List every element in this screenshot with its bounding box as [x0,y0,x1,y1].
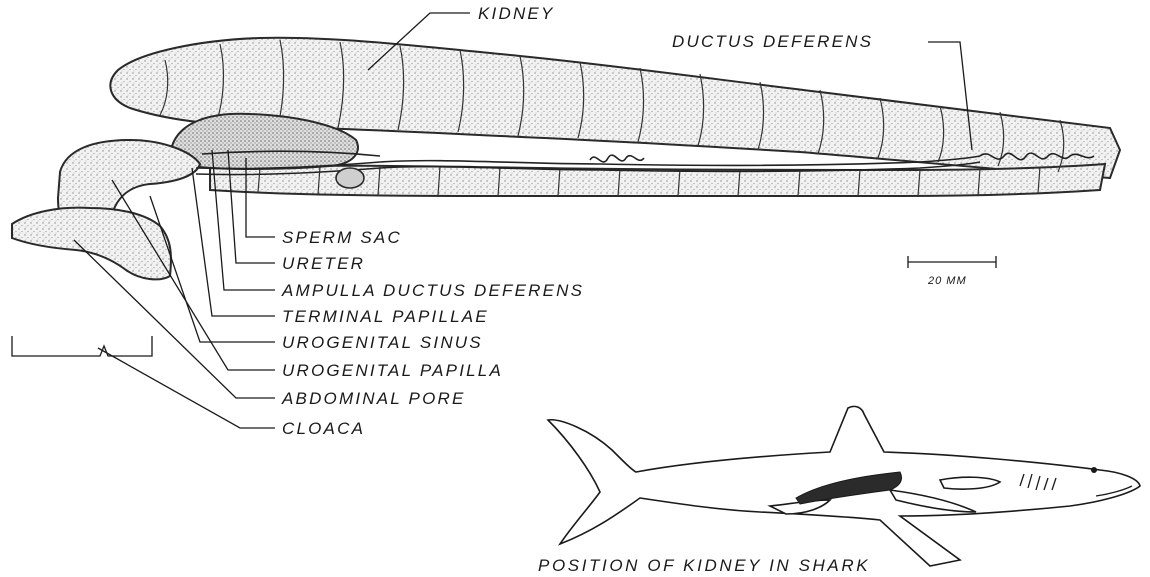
label-urogenital-papilla: UROGENITAL PAPILLA [282,361,503,380]
label-urogenital-sinus: UROGENITAL SINUS [282,333,483,352]
caption: POSITION OF KIDNEY IN SHARK [538,556,870,575]
shark-eye [1091,467,1097,473]
label-ductus-deferens: DUCTUS DEFERENS [672,32,873,51]
label-ureter: URETER [282,254,365,273]
label-kidney: KIDNEY [478,4,555,23]
kidney-drawing [12,38,1120,280]
label-cloaca: CLOACA [282,419,365,438]
label-terminal-papillae: TERMINAL PAPILLAE [282,307,489,326]
shark-inset [548,406,1140,566]
scale-bar: 20 MM [908,256,996,287]
label-sperm-sac: SPERM SAC [282,228,402,247]
label-abdominal-pore: ABDOMINAL PORE [281,389,466,408]
scale-bar-label: 20 MM [927,275,967,287]
pelvic-region [12,208,171,280]
label-ampulla: AMPULLA DUCTUS DEFERENS [281,281,584,300]
bracket [12,336,152,356]
ampulla [336,168,364,188]
